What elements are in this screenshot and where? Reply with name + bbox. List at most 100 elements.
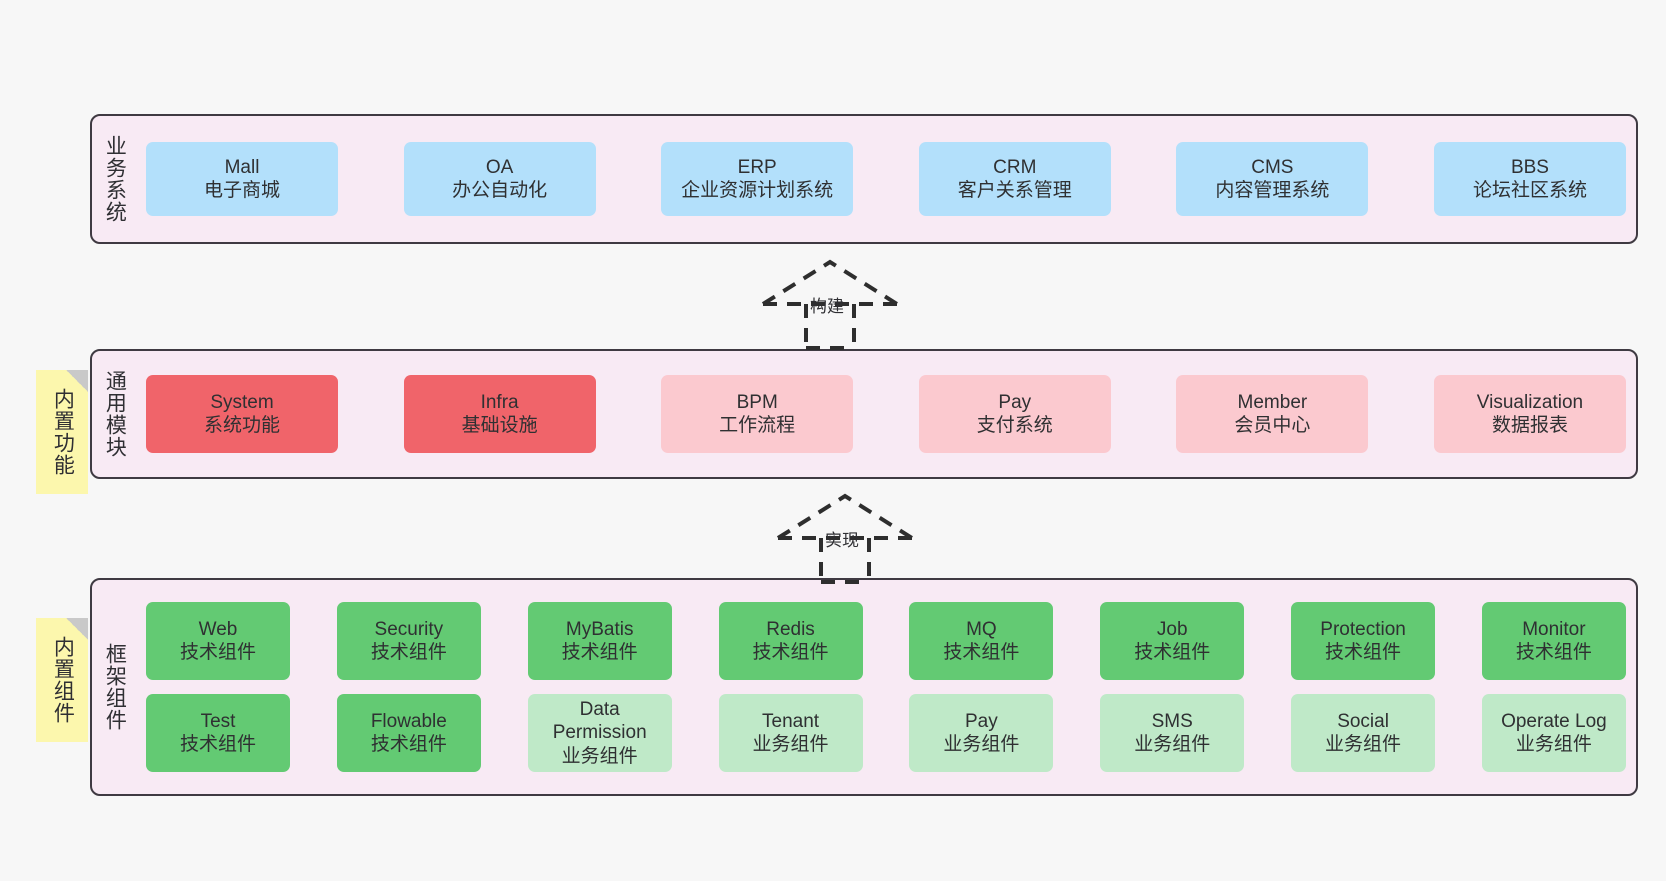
module-name: Protection: [1320, 618, 1406, 640]
module-desc: 业务组件: [1134, 734, 1211, 755]
module-name: Tenant: [762, 710, 820, 732]
module-name: Web: [198, 618, 238, 640]
module-desc: 电子商城: [203, 180, 280, 201]
module-desc: 技术组件: [1515, 642, 1592, 663]
module-name: CMS: [1251, 156, 1294, 178]
module-desc: 系统功能: [203, 415, 280, 436]
module-name: ERP: [737, 156, 777, 178]
module-desc: 客户关系管理: [957, 180, 1072, 201]
module-desc: 业务组件: [752, 734, 829, 755]
generalization-triangle-sides: [761, 259, 899, 306]
module-desc: 企业资源计划系统: [681, 180, 834, 201]
module-name: Pay: [965, 710, 998, 732]
note-builtin-component: 内置组件: [36, 618, 88, 742]
module-desc: 内容管理系统: [1215, 180, 1330, 201]
layer-label-common-module: 通用模块: [103, 370, 127, 458]
module-name: Member: [1237, 391, 1308, 413]
module-desc: 技术组件: [752, 642, 829, 663]
connector-label-build: 构建: [810, 297, 844, 316]
module-desc: 技术组件: [179, 734, 256, 755]
module-desc: 论坛社区系统: [1472, 180, 1587, 201]
module-desc: 技术组件: [1325, 642, 1402, 663]
module-name: System: [210, 391, 274, 413]
module-desc: 数据报表: [1491, 415, 1568, 436]
module-desc: 技术组件: [370, 642, 447, 663]
module-desc: 技术组件: [179, 642, 256, 663]
module-name: BBS: [1510, 156, 1549, 178]
note-fold-corner-icon: [66, 618, 88, 640]
note-label-builtin-component: 内置组件: [51, 636, 75, 724]
module-desc: 技术组件: [943, 642, 1020, 663]
module-name: Operate Log: [1501, 710, 1607, 732]
module-name: Infra: [480, 391, 519, 413]
module-desc: 基础设施: [461, 415, 538, 436]
module-desc: 技术组件: [561, 642, 638, 663]
module-desc: 技术组件: [1134, 642, 1211, 663]
module-name: Data Permission: [552, 699, 647, 744]
module-name: MyBatis: [565, 618, 634, 640]
module-name: Test: [200, 710, 236, 732]
module-name: Mall: [224, 156, 260, 178]
module-desc: 会员中心: [1234, 415, 1311, 436]
connector-label-implement: 实现: [825, 531, 859, 550]
connector-implement-arrow: [776, 493, 914, 584]
note-fold-corner-icon: [66, 370, 88, 392]
note-builtin-function: 内置功能: [36, 370, 88, 494]
module-desc: 工作流程: [719, 415, 796, 436]
module-name: Pay: [998, 391, 1032, 413]
module-desc: 业务组件: [943, 734, 1020, 755]
module-desc: 技术组件: [370, 734, 447, 755]
connector-build-arrow: [761, 259, 899, 350]
module-desc: 支付系统: [976, 415, 1053, 436]
module-desc: 业务组件: [561, 745, 638, 767]
module-name: Job: [1156, 618, 1188, 640]
module-name: BPM: [736, 391, 778, 413]
module-name: Flowable: [370, 710, 447, 732]
module-name: Redis: [766, 618, 815, 640]
module-name: SMS: [1151, 710, 1193, 732]
module-desc: 业务组件: [1325, 734, 1402, 755]
module-name: Social: [1337, 710, 1389, 732]
module-desc: 办公自动化: [452, 180, 548, 201]
module-name: CRM: [993, 156, 1037, 178]
module-name: Monitor: [1522, 618, 1586, 640]
